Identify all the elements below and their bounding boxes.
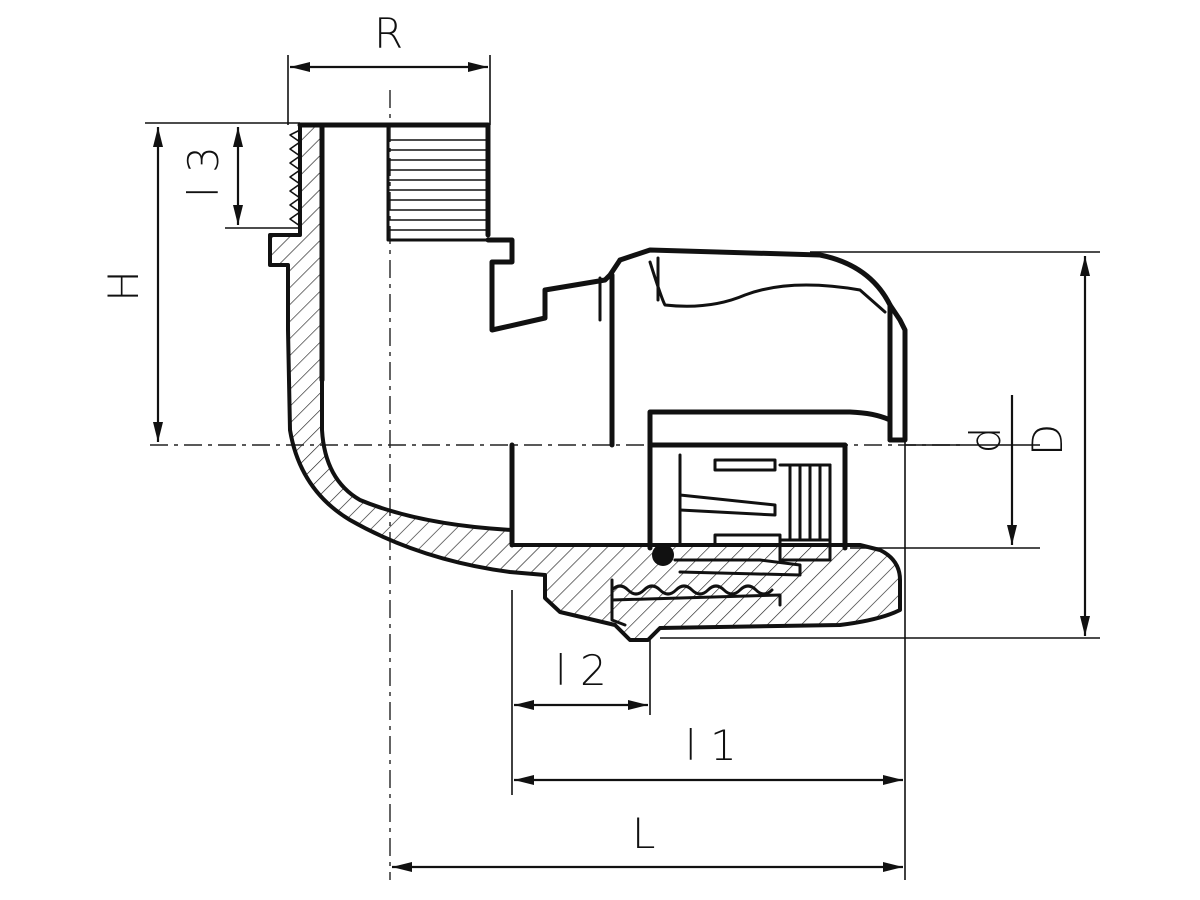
label-l2: l 2 xyxy=(555,646,607,695)
label-d: d xyxy=(961,427,1010,454)
union-nut xyxy=(617,247,908,551)
clamp-ring xyxy=(647,442,848,577)
label-D: D xyxy=(1023,424,1072,456)
seal-spring xyxy=(610,578,782,627)
dimension-labels: R H l 3 d D l 2 l 1 L xyxy=(99,9,1072,858)
elbow-body xyxy=(268,122,902,642)
label-L: L xyxy=(632,809,655,858)
dimension-arrows xyxy=(153,62,1090,872)
label-l1: l 1 xyxy=(685,721,737,770)
center-lines xyxy=(150,90,960,880)
label-H: H xyxy=(99,270,148,302)
extension-lines xyxy=(145,55,1100,880)
label-l3: l 3 xyxy=(179,146,228,198)
body-outline xyxy=(485,237,623,548)
label-R: R xyxy=(374,9,403,58)
male-thread xyxy=(289,122,491,242)
